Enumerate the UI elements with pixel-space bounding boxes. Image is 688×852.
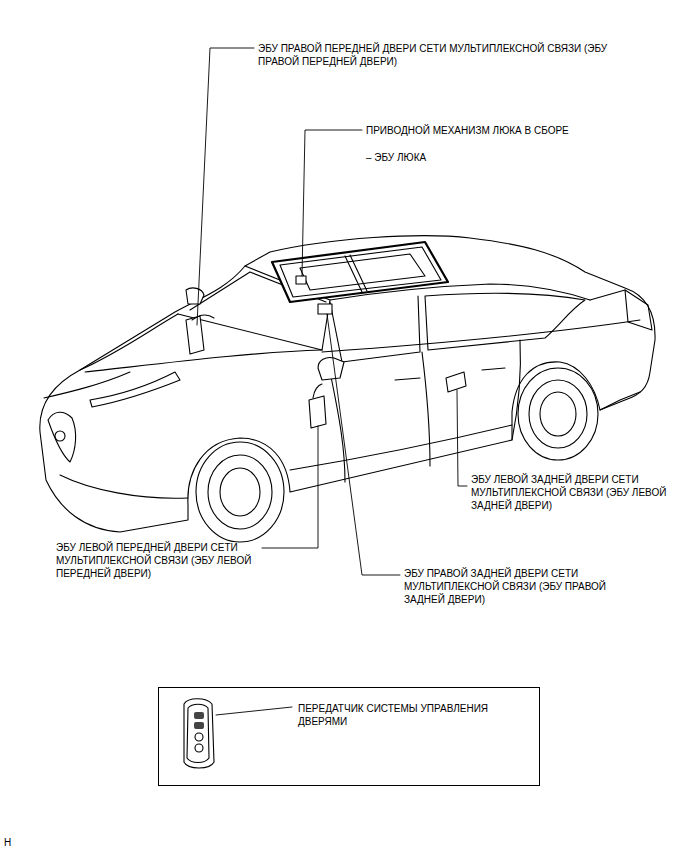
part-label: ЭБУ ЛЕВОЙ ЗАДНЕЙ ДВЕРИ СЕТИ МУЛЬТИПЛЕКСН… bbox=[471, 473, 671, 512]
part-label: ЭБУ ЛЕВОЙ ПЕРЕДНЕЙ ДВЕРИ СЕТИ МУЛЬТИПЛЕК… bbox=[56, 541, 258, 580]
part-label: ЭБУ ПРАВОЙ ПЕРЕДНЕЙ ДВЕРИ СЕТИ МУЛЬТИПЛЕ… bbox=[258, 42, 626, 68]
part-label: – ЭБУ ЛЮКА bbox=[366, 151, 566, 164]
node-text: ПЕРЕДАТЧИК СИСТЕМЫ УПРАВЛЕНИЯ ДВЕРЯМИ bbox=[298, 702, 513, 728]
figure-code: H bbox=[4, 836, 24, 849]
legend-box: ПЕРЕДАТЧИК СИСТЕМЫ УПРАВЛЕНИЯ ДВЕРЯМИ bbox=[158, 687, 540, 786]
part-label: ПРИВОДНОЙ МЕХАНИЗМ ЛЮКА В СБОРЕ bbox=[366, 124, 666, 137]
part-label: ЭБУ ПРАВОЙ ЗАДНЕЙ ДВЕРИ СЕТИ МУЛЬТИПЛЕКС… bbox=[404, 567, 619, 606]
